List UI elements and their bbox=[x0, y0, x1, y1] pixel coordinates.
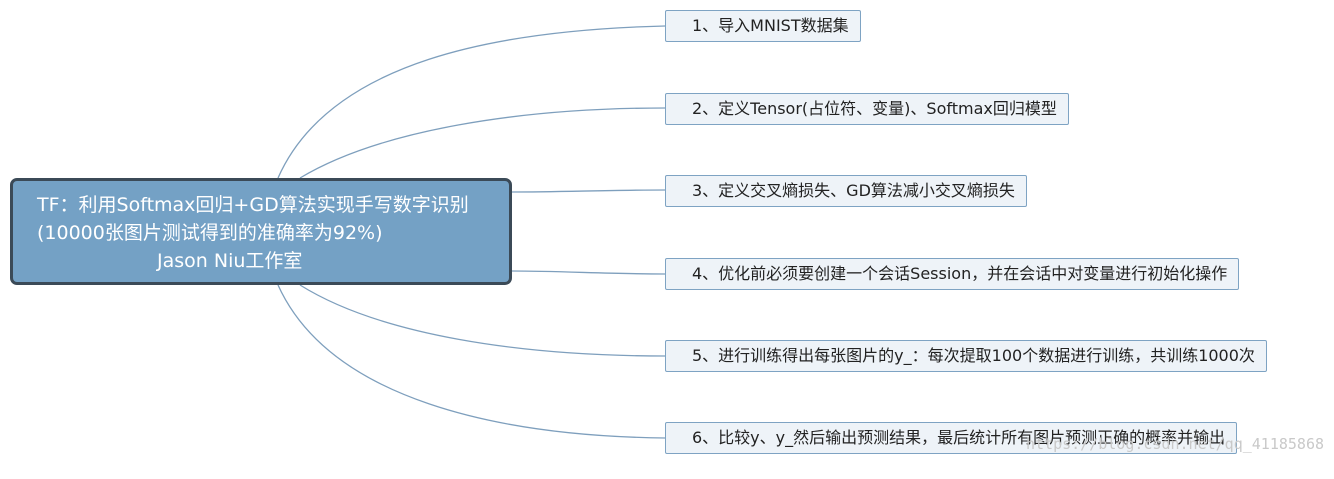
central-topic-subtitle: (10000张图片测试得到的准确率为92%) bbox=[37, 222, 383, 244]
central-topic-author: Jason Niu工作室 bbox=[157, 250, 303, 272]
topic-4[interactable]: 4、优化前必须要创建一个会话Session，并在会话中对变量进行初始化操作 bbox=[665, 258, 1240, 290]
connector-topic-2 bbox=[299, 107, 666, 179]
connector-topic-4 bbox=[511, 270, 666, 275]
watermark: https://blog.csdn.net/qq_41185868 bbox=[1025, 435, 1324, 453]
central-topic-title: TF：利用Softmax回归+GD算法实现手写数字识别 bbox=[37, 194, 469, 216]
topic-1[interactable]: 1、导入MNIST数据集 bbox=[665, 10, 861, 42]
central-topic[interactable]: TF：利用Softmax回归+GD算法实现手写数字识别 (10000张图片测试得… bbox=[10, 178, 512, 285]
connector-topic-6 bbox=[277, 284, 666, 439]
connector-topic-5 bbox=[299, 284, 666, 357]
connector-topic-3 bbox=[511, 189, 666, 193]
topic-5[interactable]: 5、进行训练得出每张图片的y_：每次提取100个数据进行训练，共训练1000次 bbox=[665, 340, 1267, 372]
connector-topic-1 bbox=[277, 25, 666, 179]
topic-3[interactable]: 3、定义交叉熵损失、GD算法减小交叉熵损失 bbox=[665, 175, 1027, 207]
topic-6[interactable]: 6、比较y、y_然后输出预测结果，最后统计所有图片预测正确的概率并输出 bbox=[665, 422, 1238, 454]
topic-2[interactable]: 2、定义Tensor(占位符、变量)、Softmax回归模型 bbox=[665, 93, 1069, 125]
